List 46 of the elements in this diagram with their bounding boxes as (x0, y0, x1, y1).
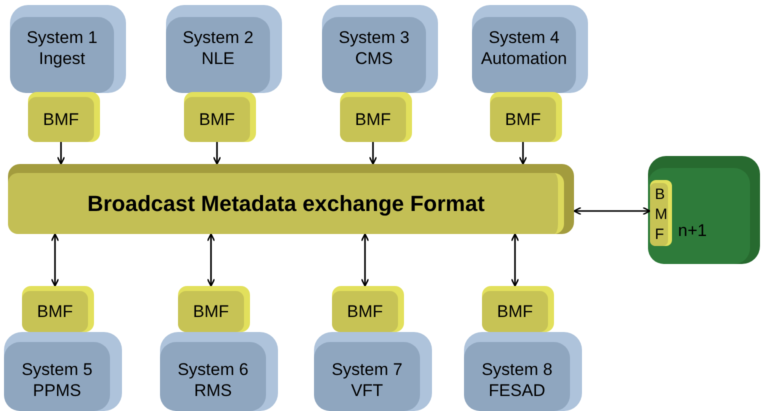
format-label: BMF (37, 300, 73, 323)
system-box (166, 5, 282, 93)
format-label: BMF (199, 108, 235, 131)
system-box (648, 156, 760, 264)
system-box (10, 5, 126, 93)
arrow (50, 233, 60, 287)
system-box (160, 332, 278, 411)
format-box (482, 286, 554, 332)
format-label: BMF (505, 108, 541, 131)
system-label: System 2 NLE (182, 28, 254, 68)
format-box (22, 286, 94, 332)
exchange-bar (8, 164, 574, 234)
format-box (184, 92, 256, 142)
system-label: System 8 FESAD (482, 360, 552, 400)
format-label: BMF (355, 108, 391, 131)
system-label: System 5 PPMS (22, 360, 92, 400)
system-label: System 4 Automation (481, 28, 567, 68)
system-label: System 3 CMS (338, 28, 410, 68)
format-box (340, 92, 412, 142)
arrow (510, 233, 520, 287)
arrow (360, 233, 370, 287)
format-box (650, 180, 672, 246)
format-box (332, 286, 404, 332)
format-label: BMF (43, 108, 79, 131)
arrow (573, 206, 651, 216)
system-label: System 6 RMS (178, 360, 248, 400)
system-box (472, 5, 588, 93)
format-label: BMF (497, 300, 533, 323)
exchange-label: Broadcast Metadata exchange Format (87, 190, 485, 218)
system-box (464, 332, 582, 411)
system-box (4, 332, 122, 411)
system-label: n+1 (678, 221, 707, 240)
system-label: System 1 Ingest (26, 28, 98, 68)
format-box (28, 92, 100, 142)
arrow (56, 142, 66, 165)
arrow (212, 142, 222, 165)
format-box (178, 286, 250, 332)
system-label: System 7 VFT (332, 360, 402, 400)
format-label: BMF (193, 300, 229, 323)
system-box (322, 5, 438, 93)
arrow (206, 233, 216, 287)
arrow (518, 142, 528, 165)
format-label: BMF (347, 300, 383, 323)
format-box (490, 92, 562, 142)
system-box (314, 332, 432, 411)
arrow (368, 142, 378, 165)
